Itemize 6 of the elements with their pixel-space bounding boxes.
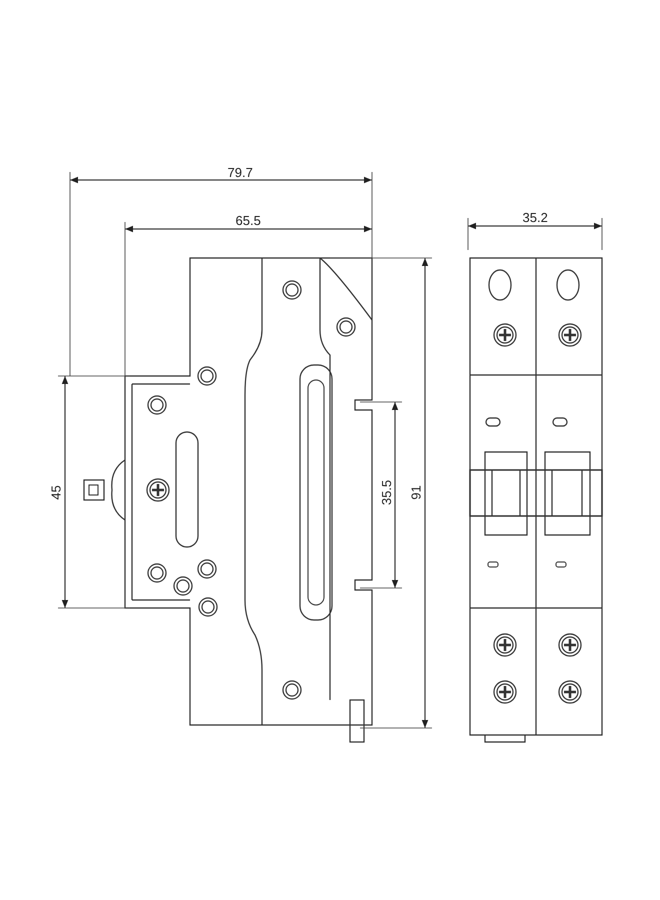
- dimension-value: 91: [410, 484, 423, 500]
- dimension-value: 65.5: [236, 214, 261, 226]
- dimension-value: 79.7: [228, 166, 253, 178]
- dimension-value: 35.5: [380, 479, 393, 505]
- dimension-value: 45: [50, 484, 63, 500]
- dimension-value: 35.2: [522, 210, 548, 224]
